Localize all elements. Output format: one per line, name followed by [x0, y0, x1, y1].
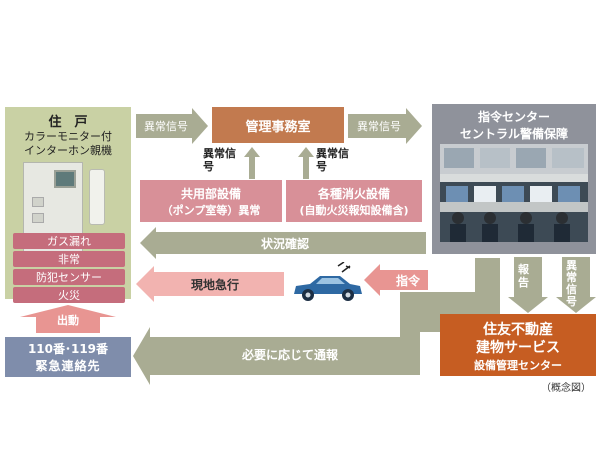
resident-panel: 住 戸 カラーモニター付 インターホン親機 ガス漏れ 非常 防犯センサー 火災 [5, 107, 131, 303]
common-facility-title: 共用部設備 [180, 187, 241, 201]
concept-caption: （概念図） [541, 383, 591, 394]
abnormal-signal-label-left: 異常信号 [203, 147, 236, 173]
dispatch-label: 出動 [57, 314, 79, 327]
fire-facility-detail: (自動火災報知設備含) [299, 204, 409, 217]
abnormal-signal-label: 異常信号 [357, 120, 401, 133]
fire-facility-box: 各種消火設備 (自動火災報知設備含) [286, 180, 422, 222]
sumitomo-division: 建物サービス [476, 340, 560, 356]
command-center-box: 指令センター セントラル警備保障 [432, 104, 596, 254]
emergency-contact-box: 110番･119番 緊急連絡先 [5, 337, 131, 377]
abnormal-signal-arrow [136, 108, 208, 144]
abnormal-signal-label-right: 異常信号 [316, 147, 349, 173]
command-center-title: 指令センター [477, 110, 550, 124]
control-room-photo [440, 144, 588, 242]
resident-monitor-line2: インターホン親機 [24, 144, 112, 157]
monitor-screen [54, 170, 76, 188]
up-arrow [298, 147, 314, 179]
fire-facility-title: 各種消火設備 [317, 187, 390, 201]
patrol-car-icon [294, 262, 362, 301]
monitor-button [32, 197, 44, 207]
alarm-emergency: 非常 [13, 251, 125, 267]
resident-monitor-line1: カラーモニター付 [24, 130, 112, 143]
management-office-box: 管理事務室 [212, 107, 344, 143]
abnormal-signal-label: 異常信号 [144, 120, 188, 133]
alarm-security-sensor: 防犯センサー [13, 269, 125, 285]
emergency-contact-label: 緊急連絡先 [35, 359, 101, 373]
field-rush-arrow [136, 266, 284, 302]
monitor-button [32, 213, 44, 223]
intercom-handset [89, 169, 105, 225]
resident-title: 住 戸 [48, 115, 88, 130]
emergency-numbers: 110番･119番 [27, 342, 109, 356]
intercom-monitor-image [23, 162, 83, 257]
common-facility-detail: （ポンプ室等）異常 [161, 204, 261, 217]
common-facility-box: 共用部設備 （ポンプ室等）異常 [140, 180, 282, 222]
order-label: 指令 [395, 274, 420, 288]
report-arrow [508, 257, 548, 313]
order-arrow [364, 264, 428, 296]
dispatch-arrow [20, 305, 116, 333]
sumitomo-center: 設備管理センター [474, 359, 562, 372]
field-rush-label: 現地急行 [190, 278, 239, 292]
sumitomo-facility-center-box: 住友不動産 建物サービス 設備管理センター [440, 314, 596, 376]
abnormal-signal-down-label: 異常信号 [566, 259, 577, 308]
alarm-gas-leak: ガス漏れ [13, 233, 125, 249]
status-check-arrow [140, 227, 426, 259]
up-arrow [244, 147, 260, 179]
status-check-label: 状況確認 [260, 237, 309, 251]
notify-label: 必要に応じて通報 [241, 348, 338, 362]
abnormal-signal-down-arrow [556, 257, 596, 313]
abnormal-signal-arrow [348, 108, 422, 144]
alarm-fire: 火災 [13, 287, 125, 303]
command-center-company: セントラル警備保障 [459, 127, 568, 141]
sumitomo-company: 住友不動産 [483, 322, 553, 338]
report-label: 報告 [518, 263, 529, 289]
